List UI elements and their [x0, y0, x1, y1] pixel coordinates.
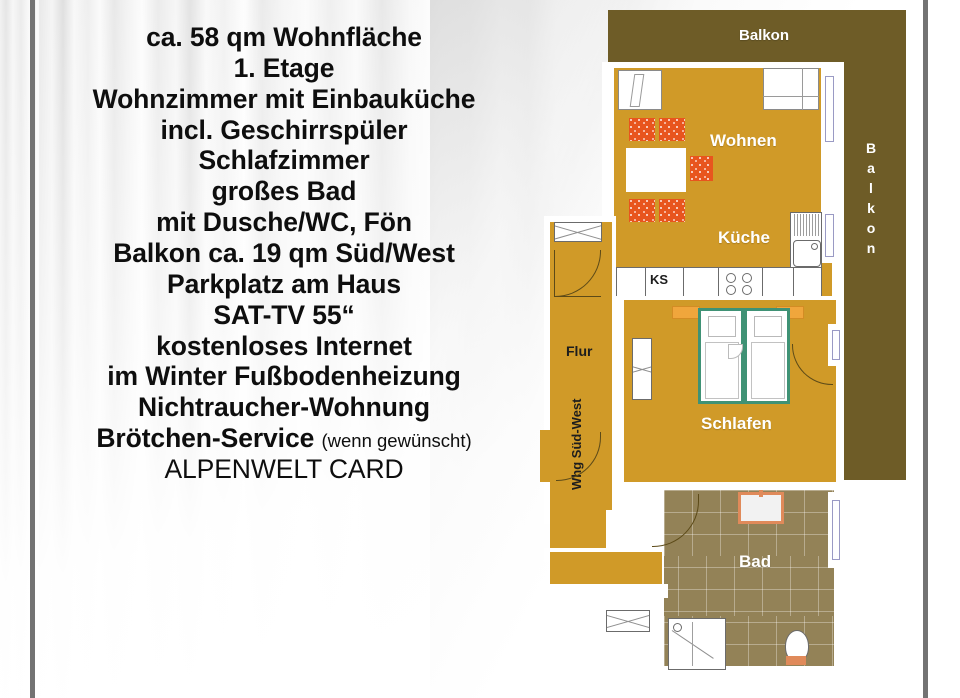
description-line-etage: 1. Etage: [233, 52, 335, 83]
fridge-label-ks: KS: [650, 272, 669, 287]
kitchen-label: Küche: [718, 228, 770, 247]
hallway-step-wall-3: [544, 584, 668, 598]
sofa-seam-vertical: [802, 68, 803, 110]
toilet-cistern: [786, 656, 806, 665]
shower-glass-divider: [692, 622, 693, 666]
hallway-step-floor-1: [550, 510, 606, 552]
bed-left-pillow: [708, 316, 736, 337]
bedroom-label: Schlafen: [701, 414, 772, 433]
sofa-seam-horizontal: [763, 96, 819, 97]
counter-divider-3: [718, 267, 720, 297]
description-line-internet: kostenloses Internet: [156, 330, 412, 361]
left-rule-highlight: [36, 0, 39, 698]
description-line-parkplatz: Parkplatz am Haus: [167, 268, 401, 299]
description-line-alpenwelt-card: ALPENWELT CARD: [164, 454, 404, 485]
broetchen-service-note: (wenn gewünscht): [321, 430, 472, 452]
cooktop-burner-3: [726, 285, 736, 295]
bed-right-duvet: [751, 342, 785, 399]
bed-right-pillow: [754, 316, 782, 337]
description-line-schlafzimmer: Schlafzimmer: [198, 145, 370, 176]
counter-divider-1: [645, 267, 647, 297]
bedroom-wardrobe: [632, 338, 652, 400]
bathroom-label: Bad: [739, 552, 772, 571]
description-line-dusche-wc: mit Dusche/WC, Fön: [156, 207, 412, 238]
balcony-top-area: [608, 10, 906, 68]
right-rule-highlight: [918, 0, 921, 698]
description-line-geschirrspueler: incl. Geschirrspüler: [160, 114, 408, 145]
apartment-entry-floor: [540, 430, 556, 482]
dining-chair-4: [629, 199, 655, 222]
apartment-description-list: ca. 58 qm Wohnfläche 1. Etage Wohnzimmer…: [34, 22, 534, 485]
bed-left: [698, 308, 744, 404]
hallway-step-floor-2: [550, 552, 662, 588]
dining-chair-5: [659, 199, 685, 222]
bedroom-balcony-sliding-door[interactable]: [832, 330, 840, 360]
broetchen-service-label: Brötchen-Service: [96, 423, 315, 454]
hallway-label: Flur: [566, 343, 593, 359]
hallway-window: [554, 222, 602, 242]
hallway-lower-window: [606, 610, 650, 632]
description-line-balkon: Balkon ca. 19 qm Süd/West: [113, 238, 455, 269]
counter-divider-5: [793, 267, 795, 297]
balcony-sliding-door-upper[interactable]: [825, 76, 834, 142]
left-vertical-rule: [30, 0, 35, 698]
dining-chair-1: [629, 118, 655, 141]
description-line-wohnzimmer: Wohnzimmer mit Einbauküche: [92, 83, 476, 114]
kitchen-sink-faucet: [811, 243, 818, 250]
balcony-sliding-door-lower[interactable]: [825, 214, 834, 257]
balcony-side-label: Balkon: [863, 140, 879, 260]
balcony-side-area: [838, 68, 906, 480]
counter-divider-2: [683, 267, 685, 297]
cooktop-burner-4: [742, 285, 752, 295]
cooktop-burner-2: [742, 273, 752, 283]
bathroom-floor-tiles-offset: [664, 556, 834, 616]
living-room-label: Wohnen: [710, 131, 777, 150]
description-line-wohnflaeche: ca. 58 qm Wohnfläche: [146, 22, 422, 52]
bed-right: [744, 308, 790, 404]
description-line-nichtraucher: Nichtraucher-Wohnung: [138, 392, 430, 423]
nightstand-left: [672, 306, 700, 319]
bed-left-duvet-fold: [728, 344, 743, 359]
right-wall-segment: [821, 150, 838, 208]
floor-plan-diagram: Balkon Balkon Wohnen Küche: [540, 0, 930, 698]
dining-table: [626, 148, 686, 192]
description-line-fussbodenheizung: im Winter Fußbodenheizung: [107, 361, 461, 392]
bathroom-sink-faucet: [759, 490, 763, 497]
cooktop-burner-1: [726, 273, 736, 283]
dining-chair-2: [659, 118, 685, 141]
shower-drain: [673, 623, 682, 632]
dining-chair-3: [690, 156, 713, 181]
description-line-sat-tv: SAT-TV 55“: [213, 299, 355, 330]
sofa: [763, 68, 819, 110]
balcony-top-label: Balkon: [739, 27, 790, 44]
bathroom-sink: [738, 492, 784, 524]
counter-divider-4: [762, 267, 764, 297]
description-line-bad: großes Bad: [211, 176, 357, 207]
bathroom-window: [832, 500, 840, 560]
kitchen-hood-grille: [792, 214, 820, 236]
description-line-broetchen-service: Brötchen-Service (wenn gewünscht): [34, 423, 534, 454]
right-vertical-rule: [923, 0, 928, 698]
